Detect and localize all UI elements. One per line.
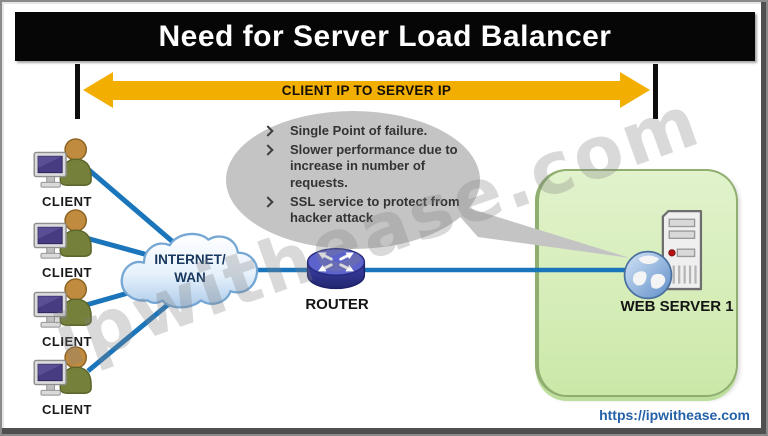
- client-label: CLIENT: [42, 265, 92, 280]
- arrowhead-bullet-icon: [262, 125, 274, 137]
- callout-item: SSL service to protect from hacker attac…: [262, 194, 460, 227]
- client-computer-user-icon: [33, 278, 92, 328]
- arrowhead-bullet-icon: [262, 143, 274, 156]
- client-computer-user-icon: [33, 138, 92, 188]
- client-node-2: CLIENT: [22, 208, 112, 280]
- client-computer-user-icon: [33, 209, 92, 259]
- cloud-icon: [120, 232, 259, 309]
- arrowhead-bullet-icon: [262, 195, 274, 208]
- callout-item: Slower performance due to increase in nu…: [262, 142, 460, 192]
- page-title: Need for Server Load Balancer: [158, 19, 612, 53]
- globe-icon: [623, 250, 673, 300]
- server-tower-icon: [661, 209, 703, 291]
- title-bar: Need for Server Load Balancer: [15, 12, 755, 61]
- web-server-label: WEB SERVER 1: [620, 298, 734, 315]
- router-icon: [306, 248, 366, 290]
- client-node-3: CLIENT: [22, 277, 112, 349]
- arrow-body: [110, 81, 623, 100]
- client-computer-user-icon: [33, 346, 92, 396]
- client-node-4: CLIENT: [22, 345, 112, 417]
- internet-cloud: INTERNET/ WAN: [114, 225, 266, 317]
- arrow-right-head-icon: [620, 72, 650, 108]
- arrow-label: CLIENT IP TO SERVER IP: [281, 83, 452, 98]
- arrow-end-bar-right: [653, 64, 658, 119]
- arrow-left-head-icon: [83, 72, 113, 108]
- router-label: ROUTER: [305, 296, 369, 313]
- client-label: CLIENT: [42, 334, 92, 349]
- client-to-server-arrow: CLIENT IP TO SERVER IP: [83, 72, 650, 109]
- client-label: CLIENT: [42, 194, 92, 209]
- client-label: CLIENT: [42, 402, 92, 417]
- cloud-label: INTERNET/ WAN: [154, 252, 226, 285]
- footer-site-link[interactable]: https://ipwithease.com: [599, 407, 750, 423]
- arrow-end-bar-left: [75, 64, 80, 119]
- web-server-panel: [535, 169, 738, 397]
- callout-bubble: [226, 111, 630, 258]
- callout-item: Single Point of failure.: [262, 123, 460, 140]
- client-node-1: CLIENT: [22, 137, 112, 209]
- callout-list: Single Point of failure. Slower performa…: [262, 123, 460, 229]
